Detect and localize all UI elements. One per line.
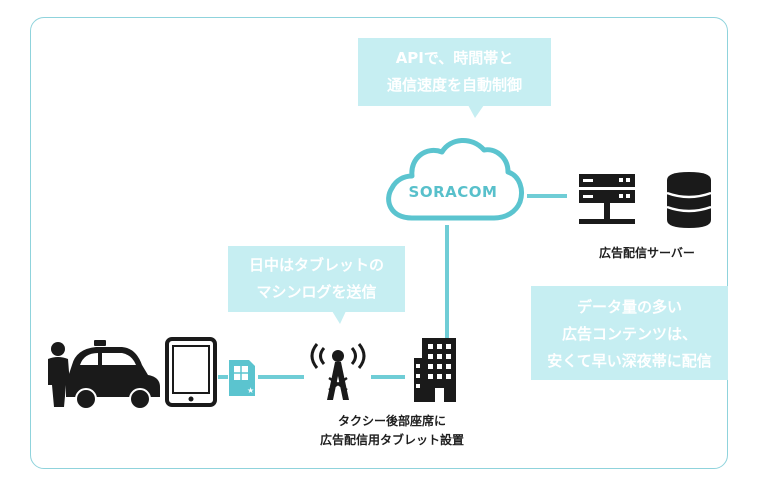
bubble-tablet-log-line-2: マシンログを送信 [256, 283, 377, 301]
line-cloud-building [445, 225, 449, 339]
line-tablet-sim [218, 375, 228, 379]
bubble-tablet-log-line-1: 日中はタブレットの [248, 256, 384, 274]
server-rack-icon [579, 174, 635, 224]
sim-card-icon: ★ [229, 360, 255, 396]
bubble-tablet-log: 日中はタブレットの マシンログを送信 [228, 246, 405, 324]
taxi-caption-line-2: 広告配信用タブレット設置 [319, 433, 464, 447]
building-icon [414, 338, 456, 402]
taxi-caption: タクシー後部座席に 広告配信用タブレット設置 [292, 412, 492, 450]
bubble-ad-content-line-3: 安くて早い深夜帯に配信 [547, 352, 712, 370]
bubble-soracom-api-line-1: APIで、時間帯と [395, 49, 514, 67]
svg-text:★: ★ [247, 386, 254, 395]
cloud-icon [386, 138, 524, 221]
server-caption: 広告配信サーバー [599, 246, 695, 260]
bubble-ad-content-line-1: データ量の多い [576, 298, 682, 316]
taxi-icon [48, 340, 160, 410]
bubble-ad-content: データ量の多い 広告コンテンツは、 安くて早い深夜帯に配信 [531, 286, 728, 380]
line-antenna-building [371, 375, 405, 379]
bubble-ad-content-line-2: 広告コンテンツは、 [561, 325, 697, 343]
antenna-tower-icon [310, 343, 366, 400]
taxi-caption-line-1: タクシー後部座席に [337, 414, 446, 428]
bubble-soracom-api: APIで、時間帯と 通信速度を自動制御 [358, 38, 551, 118]
tablet-icon [165, 337, 217, 407]
bubble-soracom-api-line-2: 通信速度を自動制御 [386, 76, 522, 94]
database-icon [666, 172, 712, 228]
line-sim-antenna [258, 375, 304, 379]
diagram-frame [30, 17, 728, 469]
line-cloud-server [527, 194, 567, 198]
cloud-label: SORACOM [408, 183, 498, 201]
